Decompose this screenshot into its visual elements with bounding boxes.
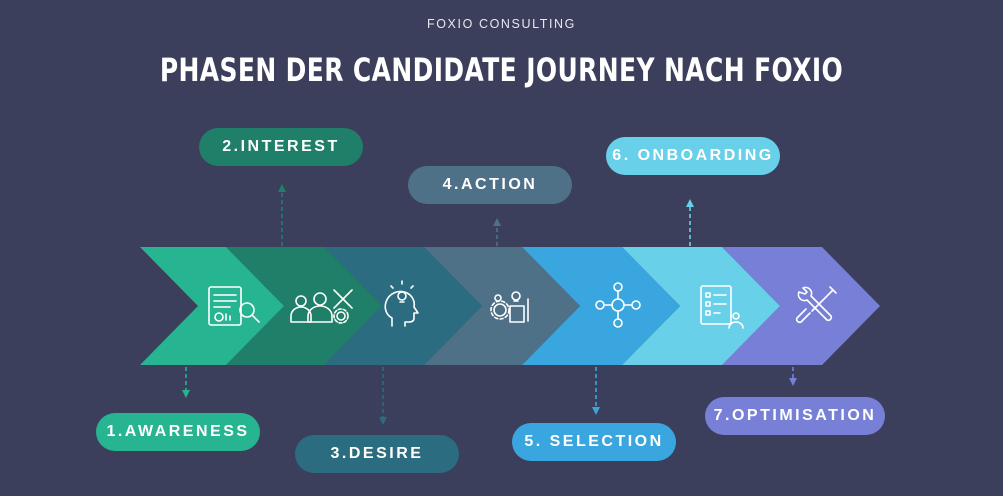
checklist-team-icon	[700, 285, 744, 329]
company-name: FOXIO CONSULTING	[427, 17, 576, 31]
chevron-2-interest	[226, 247, 382, 365]
wrench-screwdriver-icon	[795, 286, 837, 324]
head-lightbulb-icon	[384, 280, 419, 327]
phase-selection-label: 5. SELECTION	[512, 423, 676, 461]
phase-desire-label: 3.DESIRE	[295, 435, 459, 473]
chevron-1-awareness	[140, 247, 284, 365]
document-search-icon	[208, 286, 260, 326]
phase-interest-label: 2.INTEREST	[199, 128, 363, 166]
chevron-3-desire	[324, 247, 482, 365]
phase-optimisation-label: 7.OPTIMISATION	[705, 397, 885, 435]
phase-onboarding-label: 6. ONBOARDING	[606, 137, 780, 175]
network-selection-icon	[595, 282, 641, 328]
chevron-5-selection	[522, 247, 680, 365]
chevron-7-optimisation	[722, 247, 880, 365]
page-title: PHASEN DER CANDIDATE JOURNEY NACH FOXIO	[159, 51, 844, 89]
phase-action-label: 4.ACTION	[408, 166, 572, 204]
phase-awareness-label: 1.AWARENESS	[96, 413, 260, 451]
team-tools-icon	[290, 289, 353, 324]
chevron-4-action	[424, 247, 580, 365]
gears-idea-icon	[490, 291, 529, 323]
